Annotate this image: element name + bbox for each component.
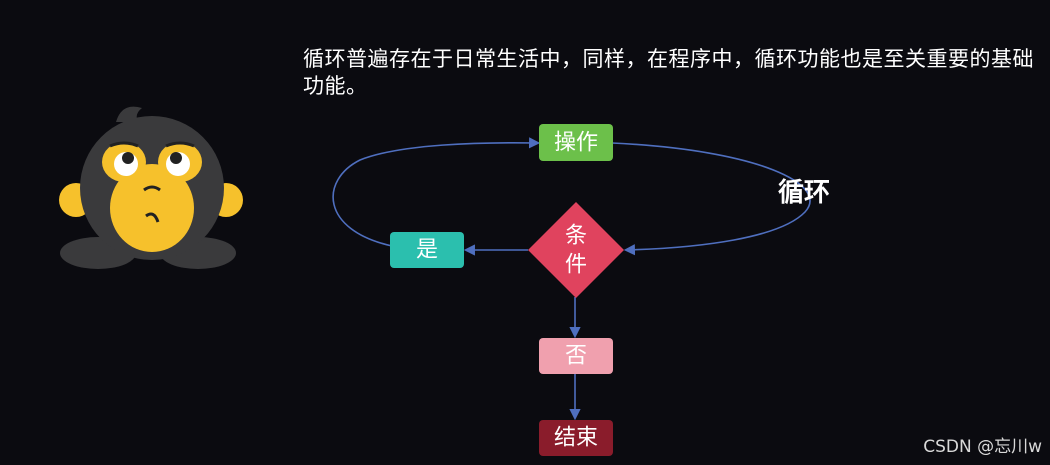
node-condition-label-2: 件 [565, 253, 587, 278]
monkey-mascot-icon [59, 106, 243, 269]
node-condition-label-1: 条 [565, 224, 587, 249]
node-no: 否 [539, 338, 613, 374]
node-end-label: 结束 [554, 426, 598, 451]
loop-label: 循环 [778, 178, 831, 208]
node-operation: 操作 [539, 124, 613, 161]
node-end: 结束 [539, 420, 613, 456]
watermark: CSDN @忘川w [923, 437, 1042, 457]
node-no-label: 否 [565, 344, 587, 369]
node-operation-label: 操作 [554, 131, 598, 156]
node-yes: 是 [390, 232, 464, 268]
node-yes-label: 是 [416, 238, 438, 263]
loop-arrow-right [611, 142, 811, 256]
caption-text: 循环普遍存在于日常生活中，同样，在程序中，循环功能也是至关重要的基础功能。 [303, 47, 1034, 98]
node-condition: 条 件 [528, 202, 624, 298]
loop-arrow-left [332, 137, 541, 247]
